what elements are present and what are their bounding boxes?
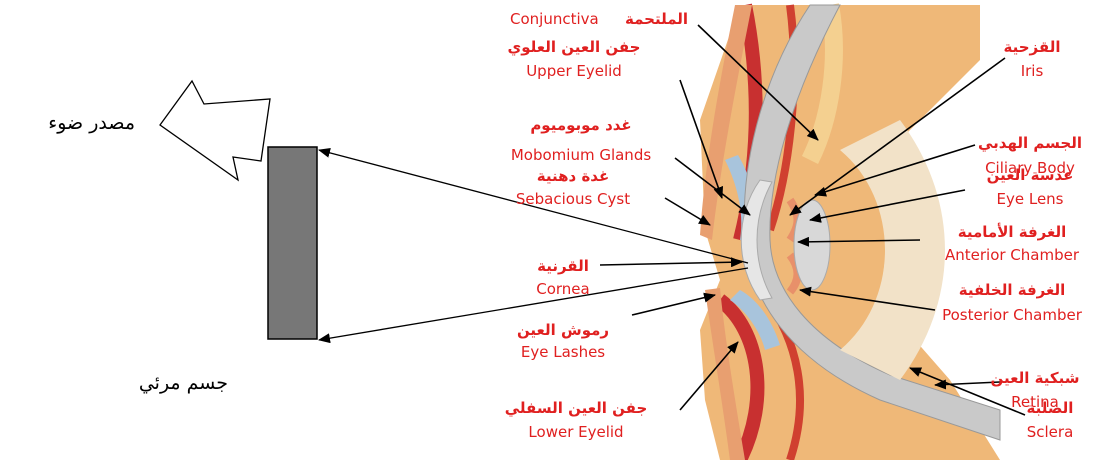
iris-ar: القزحية [1004, 38, 1061, 56]
object-label: جسم مرئي [139, 372, 228, 394]
conjunctiva-ar: الملتحمة [625, 10, 688, 28]
visible-object [268, 147, 317, 339]
light-source-label: مصدر ضوء [48, 112, 135, 134]
lower-eyelid-ar: جفن العين السفلي [505, 399, 648, 417]
conjunctiva-en: Conjunctiva [510, 10, 599, 28]
lens-en: Eye Lens [997, 190, 1064, 208]
posterior-en: Posterior Chamber [942, 306, 1083, 324]
lens-ar: عدسة العين [987, 166, 1074, 184]
light-source-arrow [160, 81, 270, 180]
sebaceous-ar: غدة دهنية [537, 167, 609, 185]
sclera-en: Sclera [1027, 423, 1074, 441]
ciliary-ar: الجسم الهدبي [978, 134, 1082, 152]
posterior-ar: الغرفة الخلفية [959, 281, 1065, 299]
lower-eyelid-en: Lower Eyelid [528, 423, 623, 441]
eye-anatomy-illustration [700, 5, 1000, 460]
upper-eyelid-ar: جفن العين العلوي [508, 38, 641, 57]
anterior-en: Anterior Chamber [945, 246, 1080, 264]
cornea-en: Cornea [536, 280, 589, 298]
eyelashes-ar: رموش العين [517, 321, 609, 339]
iris-en: Iris [1021, 62, 1044, 80]
retina-ar: شبكية العين [991, 369, 1080, 387]
sebaceous-en: Sebacious Cyst [516, 190, 630, 208]
mobomium-en: Mobomium Glands [511, 146, 651, 164]
upper-eyelid-en: Upper Eyelid [526, 62, 622, 80]
sclera-ar: الصلبة [1027, 399, 1074, 417]
cornea-ar: القرنية [537, 257, 589, 275]
anterior-ar: الغرفة الأمامية [958, 223, 1066, 241]
eyelashes-en: Eye Lashes [521, 343, 605, 361]
mobomium-ar: غدد موبوميوم [530, 116, 631, 134]
